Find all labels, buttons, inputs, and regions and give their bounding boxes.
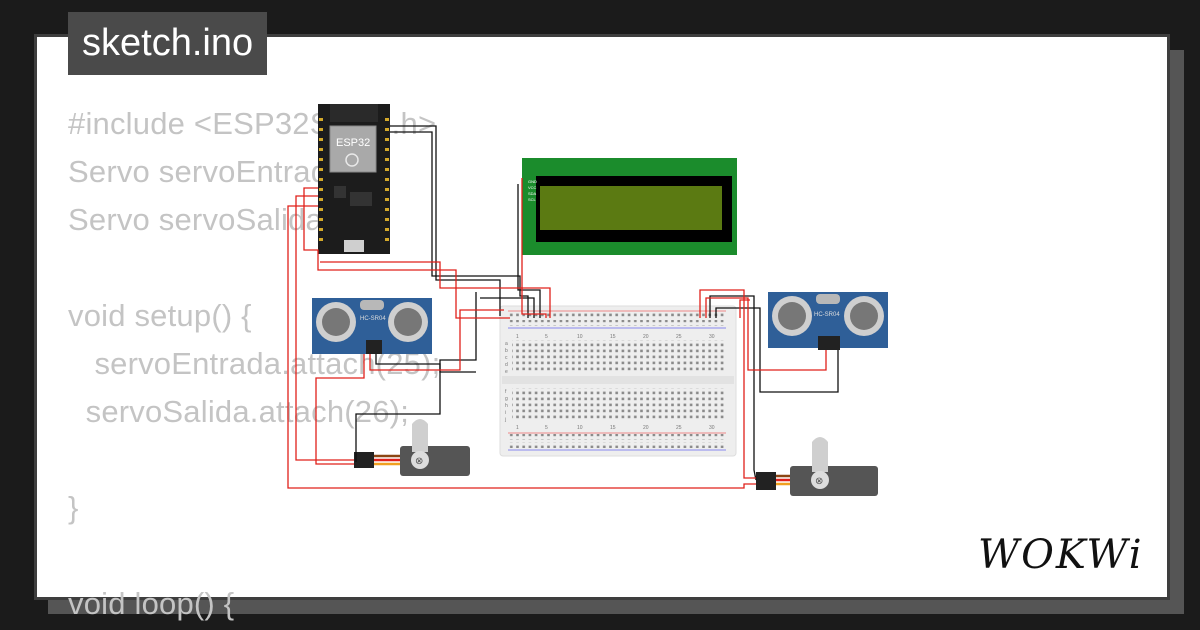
servo-motor-left[interactable]: ⊗ — [354, 419, 470, 476]
lcd-display[interactable]: GND VCC SDA SCL — [522, 158, 737, 255]
ultrasonic-sensor-left[interactable]: HC-SR04 — [312, 298, 432, 354]
breadboard-col-number: 5 — [545, 334, 548, 340]
breadboard-col-number: 20 — [643, 334, 649, 340]
lcd-pin-label: GND — [528, 179, 537, 184]
breadboard-row-letter: i — [505, 410, 506, 416]
usb-port — [344, 240, 364, 252]
breadboard-col-number: 5 — [545, 425, 548, 431]
breadboard-col-number: 30 — [709, 334, 715, 340]
breadboard-row-letter: g — [505, 396, 508, 402]
code-line: Servo servoSalida; — [68, 202, 332, 237]
code-line: } — [68, 490, 79, 525]
breadboard-col-number: 25 — [676, 425, 682, 431]
breadboard-row-letter: h — [505, 403, 508, 409]
code-line: servoSalida.attach(26); — [68, 394, 410, 429]
breadboard-col-number: 1 — [516, 334, 519, 340]
breadboard-row-letter: b — [505, 348, 508, 354]
lcd-pin-label: SDA — [528, 191, 537, 196]
wifi-icon — [345, 153, 359, 167]
breadboard-col-number: 15 — [610, 334, 616, 340]
code-line: void setup() { — [68, 298, 252, 333]
breadboard-row-letter: e — [505, 369, 508, 375]
esp32-label: ESP32 — [336, 137, 370, 149]
sensor-label: HC-SR04 — [814, 312, 840, 318]
breadboard-col-number: 10 — [577, 425, 583, 431]
breadboard-col-number: 10 — [577, 334, 583, 340]
code-line: void loop() { — [68, 586, 235, 621]
breadboard-col-number: 1 — [516, 425, 519, 431]
breadboard-row-letter: a — [505, 341, 508, 347]
breadboard-row-letter: f — [505, 389, 507, 395]
wires — [287, 125, 839, 489]
esp32-board[interactable]: ESP32 — [318, 104, 390, 254]
breadboard-col-number: 30 — [709, 425, 715, 431]
breadboard-col-number: 25 — [676, 334, 682, 340]
svg-text:⊗: ⊗ — [415, 456, 423, 467]
ultrasonic-sensor-right[interactable]: HC-SR04 — [768, 292, 888, 350]
breadboard[interactable]: 1 5 10 15 20 25 30 1 5 10 15 20 25 30 a … — [499, 305, 737, 457]
code-line: #include <ESP32Servo.h> — [68, 106, 437, 141]
lcd-pin-label: VCC — [528, 185, 537, 190]
breadboard-col-number: 20 — [643, 425, 649, 431]
sensor-label: HC-SR04 — [360, 316, 386, 322]
breadboard-row-letter: c — [505, 355, 508, 361]
wokwi-logo: WOKWi — [978, 532, 1144, 578]
servo-motor-right[interactable]: ⊗ — [756, 437, 878, 496]
code-preview: #include <ESP32Servo.h> Servo servoEntra… — [68, 100, 440, 628]
wokwi-logo-text: WOKWi — [978, 532, 1144, 578]
svg-text:⊗: ⊗ — [815, 476, 823, 487]
lcd-pin-label: SCL — [528, 197, 537, 202]
breadboard-col-number: 15 — [610, 425, 616, 431]
breadboard-row-letter: d — [505, 362, 508, 368]
file-tab[interactable]: sketch.ino — [68, 12, 268, 75]
breadboard-row-letter: j — [504, 417, 506, 423]
